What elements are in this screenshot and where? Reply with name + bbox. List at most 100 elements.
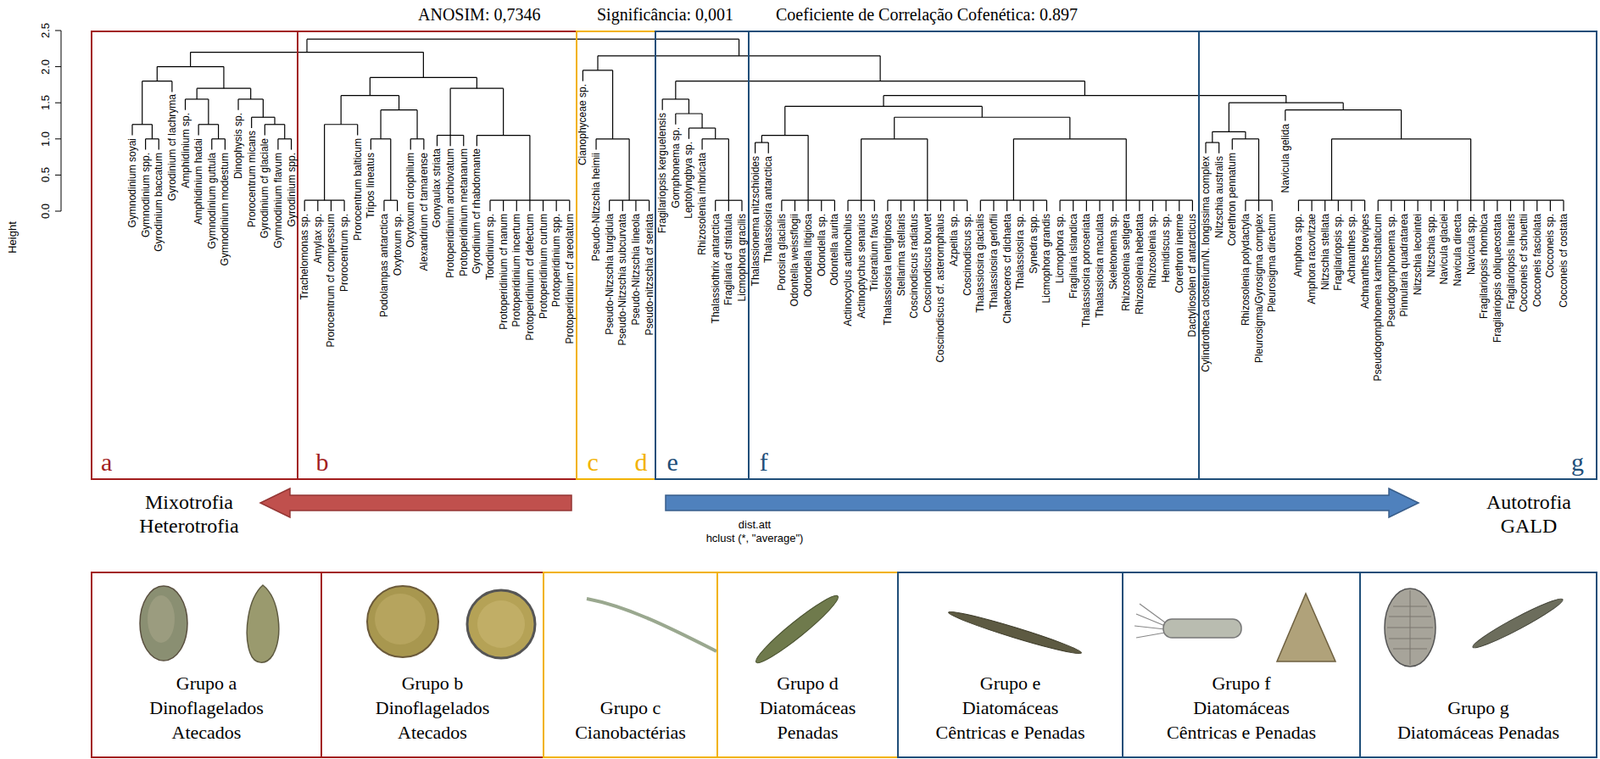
taxon-label: Thalassiosira maculata xyxy=(1094,213,1105,318)
dendrogram-branch xyxy=(1549,200,1551,212)
group-letter: b xyxy=(315,449,329,475)
dendrogram-branch xyxy=(714,128,716,140)
dendrogram-branch xyxy=(1496,200,1498,212)
dendrogram-branch xyxy=(1244,200,1246,212)
dendrogram-branch xyxy=(893,117,895,140)
dendrogram-branch xyxy=(211,139,212,151)
group-panel: Grupo bDinoflagelados Atecados xyxy=(320,571,545,759)
taxon-label: Cocconeis cf costata xyxy=(1558,213,1569,308)
taxon-label: Thalassionema nitzschioides xyxy=(750,156,761,286)
dendrogram-branch xyxy=(1350,200,1352,212)
organism-images xyxy=(139,585,1566,669)
dendrogram-branch xyxy=(847,200,848,212)
axis-line xyxy=(55,211,62,212)
dendrogram-branch xyxy=(1126,139,1127,201)
taxon-label: Navicula directa xyxy=(1452,213,1463,286)
dendrogram-branch xyxy=(396,200,398,212)
dendrogram-branch xyxy=(608,200,610,212)
dendrogram-branch xyxy=(1390,200,1392,212)
taxon-label: Rhizosolenia hebetata xyxy=(1134,213,1145,315)
dendrogram-branch xyxy=(1331,139,1333,201)
dendrogram-branch xyxy=(860,200,862,212)
dendrogram-branch xyxy=(1298,200,1299,212)
taxon-label: Nitzschia lecointei xyxy=(1412,213,1423,296)
taxon-label: Thalassiosira glacialis xyxy=(975,213,986,313)
axis-line xyxy=(55,102,62,104)
dendrogram-branch xyxy=(330,200,332,212)
dendrogram-branch xyxy=(622,200,624,212)
dendrogram-branch xyxy=(980,200,982,212)
taxon-label: Gymnodinium modestum xyxy=(219,152,230,266)
dendrogram-branch xyxy=(1138,200,1140,212)
dendrogram-branch xyxy=(1337,200,1339,212)
dendrogram-branch xyxy=(1324,200,1326,212)
dendrogram-branch xyxy=(370,139,372,151)
group-panel: Grupo dDiatomáceas Penadas xyxy=(716,571,899,759)
dendrogram-branch xyxy=(808,135,809,201)
dendrogram-branch xyxy=(992,200,994,212)
dendrogram-branch xyxy=(1165,200,1167,212)
group-panel: Grupo eDiatomáceas Cêntricas e Penadas xyxy=(897,571,1124,759)
statistic-label: ANOSIM: 0,7346 xyxy=(418,4,541,25)
group-panel: Grupo cCianobactérias xyxy=(542,571,719,759)
dendrogram-branch xyxy=(151,124,153,140)
dendrogram-branch xyxy=(738,39,740,56)
centric-diatom-image xyxy=(1163,618,1242,638)
dendrogram-branch xyxy=(1126,200,1127,212)
dendrogram-branch xyxy=(277,139,279,151)
taxon-label: Odondella litigiosa xyxy=(802,213,814,297)
taxon-label: Prorocentrum sp. xyxy=(339,213,350,292)
group-title: Grupo b xyxy=(401,670,464,696)
taxon-label: Azpeitia sp. xyxy=(948,213,959,267)
dendrogram-branch xyxy=(304,200,306,212)
dendrogram-branch xyxy=(356,124,358,136)
taxon-label: Alexandrium cf tamarense xyxy=(418,152,430,271)
dendrogram-branch xyxy=(529,200,530,212)
taxon-label: Odontella weissflogii xyxy=(789,213,800,307)
dendrogram-branch xyxy=(323,124,325,201)
dendrogram-branch xyxy=(383,200,385,212)
dendrogram-branch xyxy=(1244,131,1246,140)
group-description: Diatomáceas Cêntricas e Penadas xyxy=(928,695,1093,745)
dendrogram-branch xyxy=(1032,200,1034,212)
axis-tick-label: 1.5 xyxy=(39,94,52,111)
dendrogram-branch xyxy=(1232,139,1233,151)
taxon-label: Odontella aurita xyxy=(829,213,840,286)
taxon-label: Cylindrotheca closterium/N. longissima c… xyxy=(1200,156,1211,373)
dendrogram-branch xyxy=(476,77,478,89)
dendrogram-branch xyxy=(662,99,664,111)
axis-title: Height xyxy=(5,221,19,254)
dendrogram-branch xyxy=(1523,200,1525,212)
group-panel: Grupo aDinoflagelados Atecados xyxy=(90,571,323,759)
dendrogram-branch xyxy=(1178,200,1180,212)
dendrogram-branch xyxy=(874,200,876,212)
taxon-label: Dactyliosolen cf antarcticus xyxy=(1187,213,1198,337)
cyanobacteria-filament xyxy=(586,598,717,652)
diatom-striae xyxy=(1387,590,1433,665)
taxon-label: Coscinodiscus sp. xyxy=(962,213,973,296)
dendrogram-branch xyxy=(1228,102,1230,132)
dendrogram-branch xyxy=(224,139,226,151)
dendrogram-branch xyxy=(808,200,809,212)
taxon-label: Gyrodinium cf rhabdomante xyxy=(471,148,482,274)
dendrogram-branch xyxy=(1377,200,1379,212)
dendrogram-branch xyxy=(290,139,292,151)
dendrogram-branch xyxy=(701,113,703,129)
statistic-label: Coeficiente de Correlação Cofenética: 0.… xyxy=(775,4,1078,25)
dendrogram-branch xyxy=(217,124,219,140)
taxon-label: Gyrodinium baccatum xyxy=(153,152,164,252)
dendrogram-branch xyxy=(273,117,275,125)
taxon-label: Leptolyngbya sp. xyxy=(683,141,694,219)
dendrogram-branch xyxy=(926,139,928,201)
dendrogram-branch xyxy=(860,139,862,201)
dendrogram-branch xyxy=(595,139,597,151)
dendrogram-branch xyxy=(1258,139,1260,201)
dendrogram-branch xyxy=(761,135,763,144)
dendrogram-branch xyxy=(144,139,146,151)
dendrogram-branch xyxy=(780,200,782,212)
group-title: Grupo d xyxy=(776,670,839,696)
dendrogram-branch xyxy=(264,124,266,136)
dendrogram-branch xyxy=(1456,200,1458,212)
taxon-label: Nitzschia australis xyxy=(1214,156,1225,239)
dendrogram-branch xyxy=(596,55,598,71)
